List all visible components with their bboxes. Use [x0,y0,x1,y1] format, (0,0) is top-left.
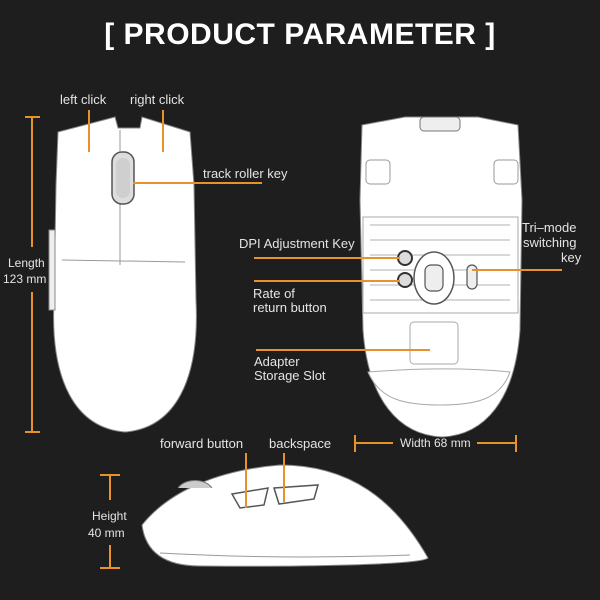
label-backspace: backspace [269,436,332,451]
label-tri-mode-line3: key [561,250,582,265]
label-right-click: right click [130,92,185,107]
length-label: Length [8,256,45,270]
label-adapter-line2: Storage Slot [254,368,326,383]
label-rate-line2: return button [253,300,327,315]
label-track-roller-key: track roller key [203,166,288,181]
length-value: 123 mm [3,272,47,286]
height-label: Height [92,509,127,523]
page-title: [ PRODUCT PARAMETER ] [104,18,496,51]
label-tri-mode-line2: switching [523,235,577,250]
side-view-callouts [100,453,285,569]
label-adapter-line1: Adapter [254,354,300,369]
mouse-top-view [48,116,197,433]
label-tri-mode-line1: Tri–mode [522,220,577,235]
top-view-callouts [25,110,262,433]
mouse-side-view [141,464,429,567]
label-left-click: left click [60,92,107,107]
mouse-bottom-view [359,116,523,438]
label-forward-button: forward button [160,436,244,451]
label-dpi-adjustment-key: DPI Adjustment Key [239,236,355,251]
height-value: 40 mm [88,526,125,540]
bottom-view-callouts [254,257,562,452]
label-rate-line1: Rate of [253,286,295,301]
width-value: Width 68 mm [400,436,471,450]
